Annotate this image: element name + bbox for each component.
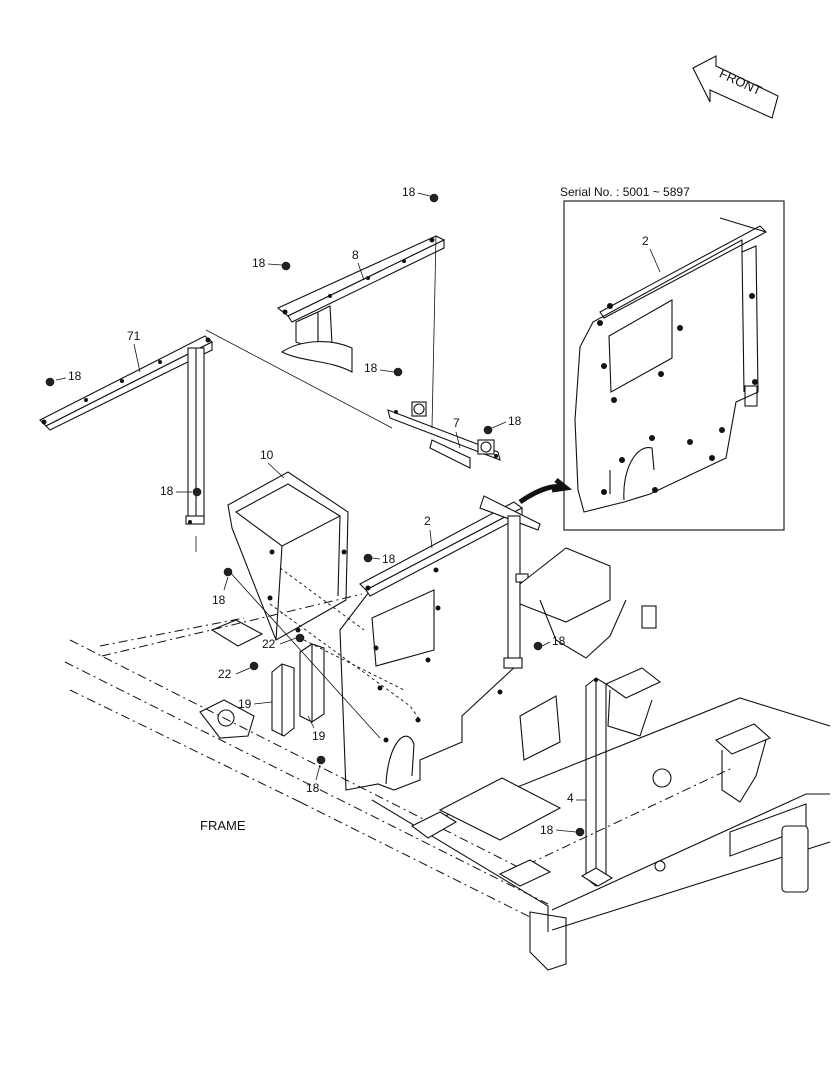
callout-71: 71 [127,329,141,343]
inset-pointer [518,478,573,505]
post-4 [580,677,614,887]
callout-4: 4 [567,791,574,805]
serial-label: Serial No. : 5001 ~ 5897 [560,185,690,199]
callout-18-post71: 18 [160,484,174,498]
callout-18-front: 18 [306,781,320,795]
callout-8: 8 [352,248,359,262]
rear-frame [519,547,809,893]
reference-lines [195,235,437,739]
callout-2-inset: 2 [642,234,649,248]
bracket-71 [39,335,213,525]
callout-18-top: 18 [402,185,416,199]
callout-2: 2 [424,514,431,528]
bracket-8 [276,235,446,373]
callout-18-bracket7-left: 18 [364,361,378,375]
serial-inset-box: Serial No. : 5001 ~ 5897 [560,185,785,531]
shroud-10 [227,471,349,641]
callout-19-b: 19 [312,729,326,743]
cushion-19 [271,643,325,737]
callout-22-a: 22 [262,637,276,651]
inset-panel [574,217,767,513]
callout-18-bracket71: 18 [68,369,82,383]
callout-19-a: 19 [238,697,252,711]
callout-10: 10 [260,448,274,462]
callout-18-bracket8: 18 [252,256,266,270]
callout-18-shroud: 18 [212,593,226,607]
callout-7: 7 [453,416,460,430]
front-arrow-icon: FRONT [692,55,779,119]
frame-outline [64,593,831,971]
callout-18-post4-top: 18 [552,634,566,648]
callout-22-b: 22 [218,667,232,681]
callout-18-bracket7-right: 18 [508,414,522,428]
panel-2 [339,495,541,791]
bolt-icons [45,193,585,837]
frame-label: FRAME [200,818,246,833]
callout-18-panel2: 18 [382,552,396,566]
bracket-7 [387,401,501,469]
callout-18-post4-bottom: 18 [540,823,554,837]
